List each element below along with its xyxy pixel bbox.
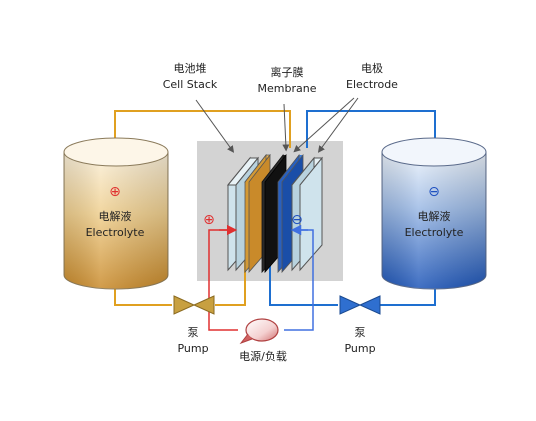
left-pump-label-cn: 泵: [188, 326, 199, 339]
cell-stack-plates: [226, 153, 324, 274]
left-tank-label-cn: 电解液: [99, 209, 132, 223]
cell-stack-label-en: Cell Stack: [163, 78, 218, 91]
circuit-negative-sign: ⊖: [291, 212, 303, 228]
power-load-label: 电源/负载: [239, 349, 287, 363]
left-electrolyte-tank: [63, 137, 169, 290]
right-pump-icon: [339, 295, 381, 315]
left-pump-icon: [173, 295, 215, 315]
power-load-icon: [239, 318, 279, 345]
electrode-label-en: Electrode: [346, 78, 398, 91]
left-tank-positive-sign: ⊕: [109, 184, 121, 200]
right-tank-negative-sign: ⊖: [428, 184, 440, 200]
callout-leader-lines: [195, 97, 359, 153]
right-pump-label-en: Pump: [344, 342, 375, 355]
membrane-label-cn: 离子膜: [271, 65, 304, 79]
left-pump-label-en: Pump: [177, 342, 208, 355]
right-tank-label-en: Electrolyte: [405, 226, 464, 239]
right-electrolyte-tank: [381, 137, 487, 290]
right-pump-label-cn: 泵: [355, 326, 366, 339]
circuit-positive-sign: ⊕: [203, 212, 215, 228]
electrode-label-cn: 电极: [361, 61, 383, 75]
membrane-label-en: Membrane: [258, 82, 317, 95]
cell-stack-label-cn: 电池堆: [174, 62, 207, 75]
right-tank-label-cn: 电解液: [418, 209, 451, 223]
left-tank-label-en: Electrolyte: [86, 226, 145, 239]
